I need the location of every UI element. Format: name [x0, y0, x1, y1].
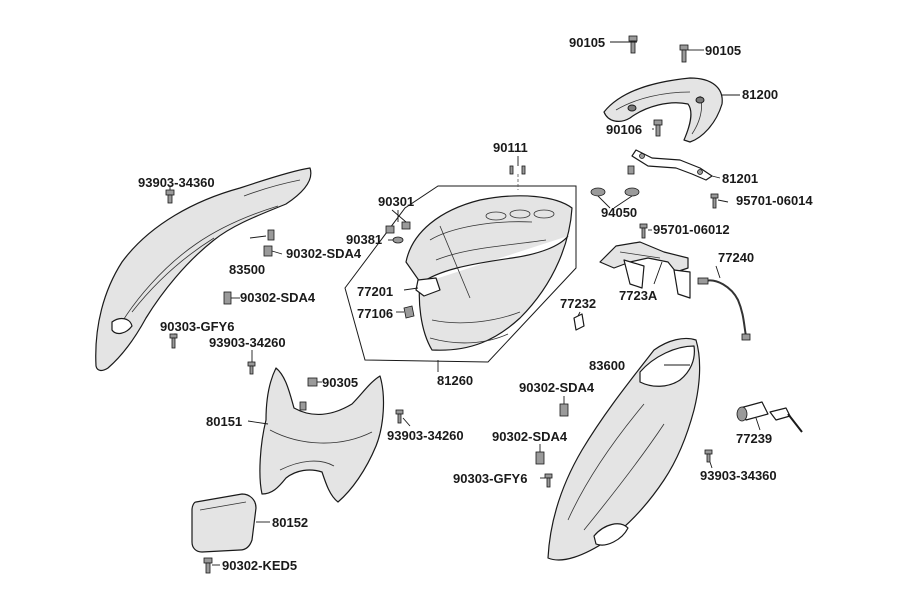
label-95701-06012: 95701-06012: [653, 222, 730, 237]
rear-carrier-81200: [603, 77, 723, 143]
label-90303-GFY6-b: 90303-GFY6: [453, 471, 527, 486]
label-90302-SDA4-a: 90302-SDA4: [286, 246, 362, 261]
bolt-90106: [653, 119, 663, 137]
label-93903-34360-right: 93903-34360: [700, 468, 777, 483]
label-93903-34260-b: 93903-34260: [387, 428, 464, 443]
screw-90303-GFY6-b: [544, 473, 553, 488]
label-90105-left: 90105: [569, 35, 605, 50]
bolt-90105-left: [628, 35, 638, 54]
screw-93903-34360-right: [704, 449, 713, 463]
label-77240: 77240: [718, 250, 754, 265]
label-95701-06014: 95701-06014: [736, 193, 813, 208]
screw-95701-06014: [710, 193, 719, 209]
nut-90301: [385, 221, 411, 234]
label-77201: 77201: [357, 284, 393, 299]
leader-lines: [169, 41, 761, 566]
clip-90302-SDA4-b: [223, 291, 232, 305]
label-90302-SDA4-d: 90302-SDA4: [492, 429, 568, 444]
center-cover-80151: [259, 367, 385, 503]
clip-90302-SDA4-a: [263, 245, 273, 257]
part-labels: 90105 90105 81200 90106 81201 94050 9570…: [138, 35, 813, 573]
label-90105-right: 90105: [705, 43, 741, 58]
label-83500: 83500: [229, 262, 265, 277]
label-93903-34360-left: 93903-34360: [138, 175, 215, 190]
screw-93903-34360-left: [165, 189, 175, 204]
label-83600: 83600: [589, 358, 625, 373]
screw-93903-34260-a: [247, 361, 256, 375]
helmet-box-81260: [344, 185, 577, 363]
label-90111: 90111: [493, 140, 528, 155]
bracket-81201: [627, 149, 713, 181]
label-77239: 77239: [736, 431, 772, 446]
screw-90302-KED5: [203, 557, 213, 574]
damper-94050: [590, 187, 640, 197]
label-81200: 81200: [742, 87, 778, 102]
clip-90111: [509, 165, 526, 190]
label-77106: 77106: [357, 306, 393, 321]
label-90106: 90106: [606, 122, 642, 137]
stay-77232: [573, 313, 585, 331]
label-90302-KED5: 90302-KED5: [222, 558, 297, 573]
label-90302-SDA4-b: 90302-SDA4: [240, 290, 316, 305]
label-77232: 77232: [560, 296, 596, 311]
label-81201: 81201: [722, 171, 758, 186]
screw-90303-GFY6-a: [169, 333, 178, 349]
label-94050: 94050: [601, 205, 637, 220]
screw-93903-34260-b: [395, 409, 404, 424]
label-90301: 90301: [378, 194, 414, 209]
right-side-cover-83600: [547, 337, 701, 561]
lock-set-77239: [736, 401, 803, 433]
label-80151: 80151: [206, 414, 242, 429]
left-side-cover-83500: [95, 167, 312, 372]
label-81260: 81260: [437, 373, 473, 388]
clip-90302-SDA4-c: [559, 403, 569, 417]
seat-lock-bracket-7723A: [599, 241, 691, 299]
lid-80152: [191, 493, 257, 553]
label-7723A: 7723A: [619, 288, 658, 303]
clip-90302-SDA4-d: [535, 451, 545, 465]
label-80152: 80152: [272, 515, 308, 530]
washer-90381: [392, 236, 404, 244]
label-90305: 90305: [322, 375, 358, 390]
nut-90305: [307, 377, 318, 387]
bolt-90105-right: [679, 44, 689, 63]
label-93903-34260-a: 93903-34260: [209, 335, 286, 350]
label-90381: 90381: [346, 232, 382, 247]
seat-lock-cable-77240: [697, 277, 751, 341]
label-90302-SDA4-c: 90302-SDA4: [519, 380, 595, 395]
label-90303-GFY6-a: 90303-GFY6: [160, 319, 234, 334]
clip-77106: [403, 305, 415, 319]
screw-95701-06012: [639, 223, 648, 239]
